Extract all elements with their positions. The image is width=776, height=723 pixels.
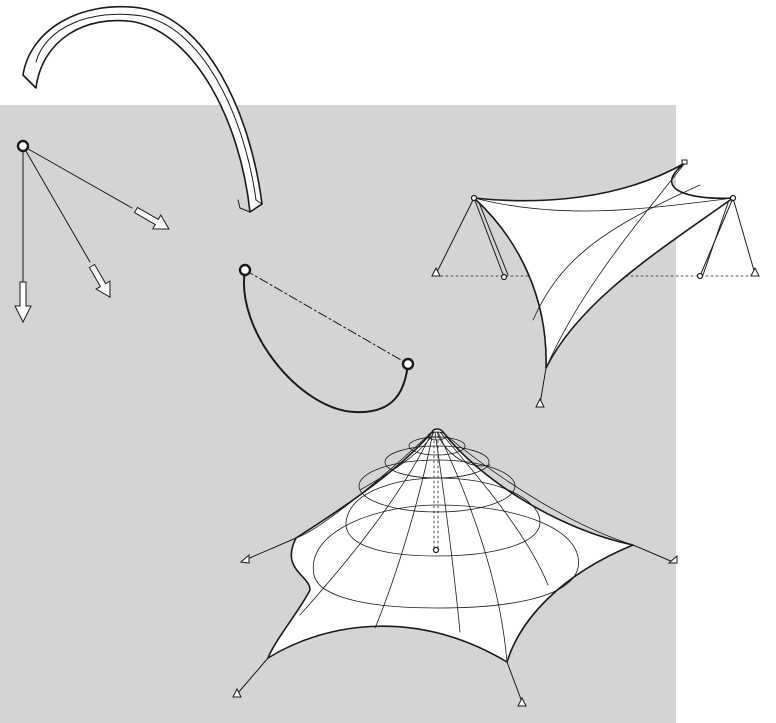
saddle-mast-base-left xyxy=(500,273,508,281)
vector-origin-node xyxy=(16,139,30,153)
saddle-bottom-guy xyxy=(539,367,547,405)
cable-curve xyxy=(242,269,409,414)
tent-radial-6 xyxy=(439,431,549,586)
tent-radial-9 xyxy=(359,431,435,491)
tent-ring-6 xyxy=(312,504,579,609)
tent-radial-1 xyxy=(295,431,433,539)
four-point-saddle-figure xyxy=(431,159,760,408)
saddle-guy-left xyxy=(435,197,475,275)
saddle-mast-left-b xyxy=(477,199,509,276)
tent-radial-4 xyxy=(434,431,461,633)
tent-radial-3 xyxy=(374,431,434,629)
tent-ring-2 xyxy=(408,436,466,456)
saddle-support-right xyxy=(750,266,760,277)
tent-support-left xyxy=(239,553,250,564)
cable-node-left xyxy=(238,263,252,277)
tent-radial-7 xyxy=(441,431,634,546)
saddle-mast-top-right xyxy=(729,194,737,202)
saddle-support-left xyxy=(431,266,441,277)
arch-top-edge xyxy=(35,13,257,201)
tent-guy-bottom-right xyxy=(506,661,523,703)
arch-inner-edge xyxy=(22,74,37,89)
vector-line-diagonal xyxy=(22,145,91,263)
arch-base-front xyxy=(237,199,241,209)
saddle-mast-right-b xyxy=(702,199,730,276)
tent-support-right xyxy=(667,554,678,564)
arrow-diagonal xyxy=(88,263,111,299)
saddle-guy-right xyxy=(732,197,756,275)
tent-guy-bottom-left xyxy=(237,657,269,694)
cable-node-right xyxy=(401,357,415,371)
tent-support-bottom-left xyxy=(232,687,242,698)
saddle-mast-top-left xyxy=(470,194,478,202)
tent-mast-base xyxy=(432,546,440,554)
saddle-top-anchor xyxy=(681,159,688,165)
tent-support-bottom-right xyxy=(517,696,527,707)
saddle-mast-base-right xyxy=(696,272,704,280)
tent-guy-right xyxy=(632,544,674,563)
saddle-membrane xyxy=(473,162,734,369)
arrow-down xyxy=(14,281,32,324)
arch-base-cap xyxy=(239,199,263,213)
tent-guy-left xyxy=(244,537,297,561)
saddle-surface-line-3 xyxy=(532,184,701,321)
vector-line-horizontal xyxy=(22,145,133,209)
saddle-support-bottom xyxy=(535,397,545,408)
hanging-cable-figure xyxy=(238,263,415,414)
cable-chord xyxy=(244,269,409,365)
force-vectors-figure xyxy=(14,139,170,324)
saddle-mast-left-a xyxy=(473,197,505,278)
saddle-surface-line-2 xyxy=(545,162,686,369)
conical-tent-figure xyxy=(232,428,678,707)
tent-radial-8 xyxy=(436,431,491,467)
arrow-horizontal xyxy=(133,206,170,230)
saddle-surface-line-1 xyxy=(473,197,734,212)
arch-figure xyxy=(22,6,263,213)
tent-radial-2 xyxy=(299,431,433,616)
tent-radial-5 xyxy=(437,431,508,663)
